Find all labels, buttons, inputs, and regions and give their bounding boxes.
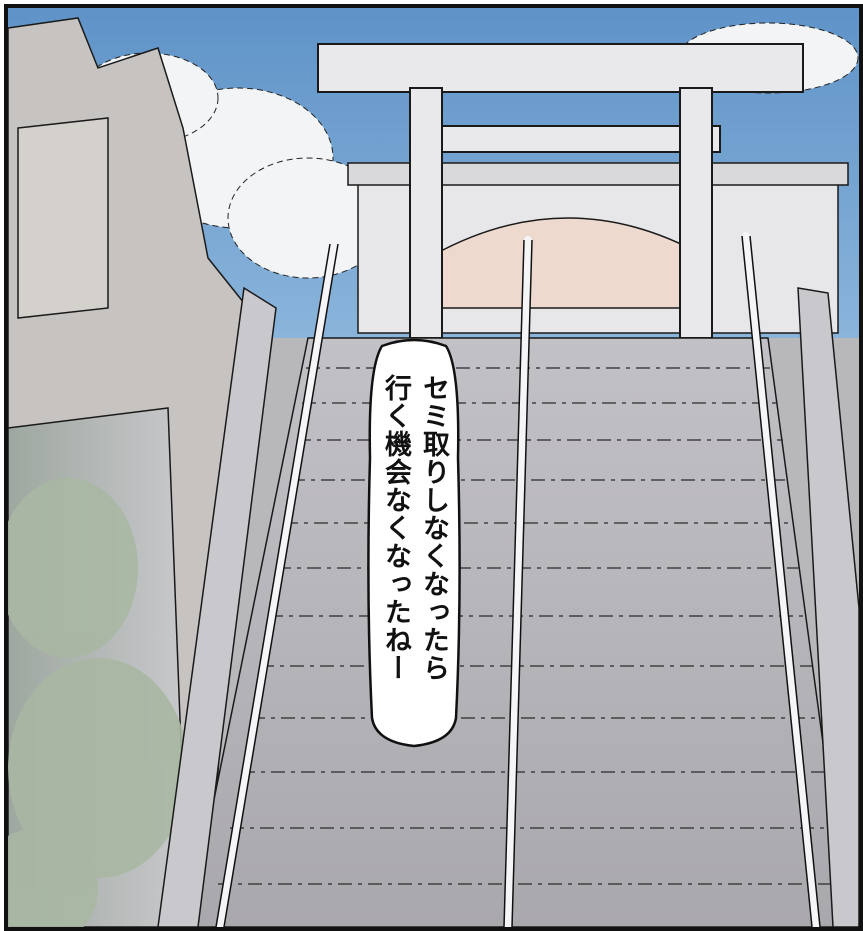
stair-steps: [218, 367, 842, 885]
manga-panel: セミ取りしなくなったら 行く機会なくなったねー: [4, 4, 863, 931]
speech-line-2: 行く機会なくなったねー: [380, 374, 411, 682]
handrails: [216, 232, 820, 927]
speech-bubble-text: セミ取りしなくなったら 行く機会なくなったねー: [364, 338, 464, 750]
torii-gate: [317, 43, 804, 339]
speech-bubble: セミ取りしなくなったら 行く機会なくなったねー: [364, 338, 464, 750]
stair-side-walls: [157, 286, 859, 927]
foliage: [8, 478, 188, 927]
speech-line-1: セミ取りしなくなったら: [418, 374, 449, 682]
shrine-stairs-illustration: [8, 8, 859, 927]
handrail-outlines: [215, 235, 821, 927]
